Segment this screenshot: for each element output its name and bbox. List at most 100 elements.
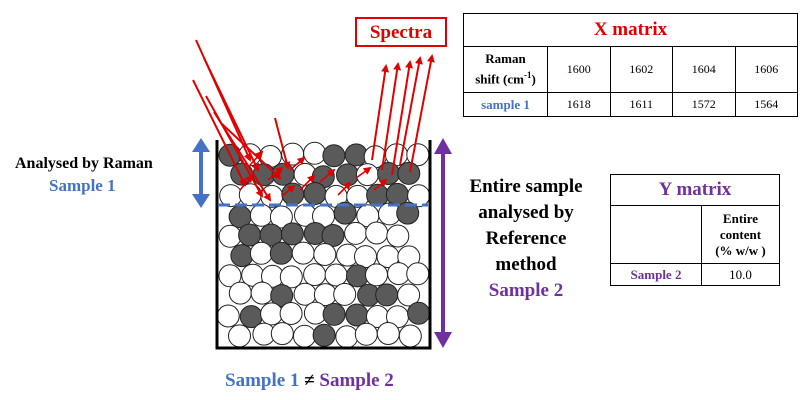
particle bbox=[279, 265, 303, 289]
laser-ray bbox=[249, 150, 264, 166]
particle bbox=[270, 322, 294, 346]
y-empty-cell bbox=[610, 205, 702, 264]
particle bbox=[249, 203, 273, 227]
particle-pile bbox=[216, 141, 431, 349]
particle bbox=[230, 244, 254, 268]
particle bbox=[407, 301, 431, 325]
particle bbox=[280, 222, 304, 246]
laser-ray bbox=[267, 166, 284, 181]
laser-ray bbox=[355, 166, 372, 179]
laser-ray bbox=[371, 64, 390, 161]
x-value-cell: 1572 bbox=[672, 92, 736, 117]
particle bbox=[386, 224, 410, 248]
entire-sample-label: Entire sample analysed by Reference meth… bbox=[455, 174, 597, 304]
particle bbox=[398, 324, 422, 348]
particle bbox=[228, 281, 252, 305]
laser-ray bbox=[337, 181, 352, 196]
x-shift-cell: 1600 bbox=[547, 46, 611, 93]
particle bbox=[293, 282, 317, 306]
entire-line-1: Entire sample bbox=[469, 176, 583, 197]
particle bbox=[324, 263, 348, 287]
laser-ray bbox=[289, 156, 306, 171]
entire-line-2: analysed by bbox=[478, 202, 574, 223]
particle bbox=[376, 322, 400, 345]
particle bbox=[303, 141, 327, 165]
footer-sample-1: Sample 1 bbox=[225, 370, 300, 391]
sample-1-label: Sample 1 bbox=[49, 176, 116, 195]
particle bbox=[219, 184, 243, 208]
y-matrix-table: Y matrix Entire content (% w/w ) Sample … bbox=[610, 174, 780, 286]
particle bbox=[218, 264, 242, 288]
particle bbox=[322, 302, 346, 326]
x-row-label: sample 1 bbox=[463, 92, 548, 117]
x-value-cell: 1611 bbox=[609, 92, 673, 117]
row-header-line1: Raman bbox=[485, 51, 526, 67]
particle bbox=[303, 263, 327, 287]
particle bbox=[375, 283, 399, 307]
laser-ray bbox=[281, 184, 296, 197]
not-equal-sign: ≠ bbox=[304, 370, 315, 391]
laser-ray bbox=[399, 56, 423, 166]
row-header-sup: -1 bbox=[523, 70, 532, 81]
particle bbox=[312, 323, 336, 347]
laser-ray bbox=[274, 117, 291, 170]
particle bbox=[250, 281, 274, 305]
container-wall bbox=[215, 140, 432, 350]
particle bbox=[397, 161, 421, 185]
y-col-header-line2: content bbox=[719, 226, 762, 242]
particle bbox=[365, 263, 388, 287]
particle bbox=[228, 324, 251, 348]
particle bbox=[333, 201, 357, 225]
raman-depth-arrow bbox=[192, 138, 210, 208]
laser-ray bbox=[319, 168, 336, 183]
y-col-header: Entire content (% w/w ) bbox=[701, 205, 780, 264]
entire-line-3: Reference bbox=[485, 228, 567, 249]
y-row-label: Sample 2 bbox=[610, 263, 702, 286]
x-shift-cell: 1606 bbox=[734, 46, 798, 93]
x-shift-cell: 1604 bbox=[672, 46, 736, 93]
laser-ray bbox=[213, 111, 272, 202]
particle bbox=[269, 241, 293, 265]
y-col-header-line3: (% w/w ) bbox=[715, 242, 766, 258]
particle bbox=[218, 224, 242, 248]
y-matrix-title: Y matrix bbox=[610, 174, 780, 206]
row-header-close: ) bbox=[531, 71, 536, 87]
particle bbox=[270, 284, 294, 308]
particle bbox=[313, 243, 337, 266]
laser-ray bbox=[409, 54, 435, 173]
particle bbox=[249, 241, 273, 265]
x-matrix-row-header: Raman shift (cm-1) bbox=[463, 46, 548, 93]
laser-rays bbox=[192, 39, 435, 202]
particle bbox=[303, 182, 327, 205]
particle bbox=[365, 221, 389, 245]
particle bbox=[397, 283, 421, 307]
sample-2-label: Sample 2 bbox=[488, 280, 564, 301]
x-matrix-table: X matrix Raman shift (cm-1) 1600 1602 16… bbox=[463, 13, 798, 117]
entire-sample-arrow bbox=[434, 138, 452, 348]
laser-ray bbox=[373, 178, 388, 191]
laser-ray bbox=[221, 123, 282, 180]
particle bbox=[260, 302, 284, 326]
particle bbox=[406, 262, 430, 286]
particle bbox=[269, 205, 293, 229]
y-col-header-line1: Entire bbox=[722, 210, 759, 226]
laser-ray bbox=[192, 79, 246, 187]
particle bbox=[291, 241, 315, 265]
row-header-line2: shift (cm bbox=[475, 71, 524, 87]
laser-ray bbox=[381, 62, 402, 171]
particle bbox=[345, 303, 369, 327]
laser-ray bbox=[391, 60, 414, 176]
particle bbox=[216, 304, 240, 328]
footer-comparison: Sample 1 ≠ Sample 2 bbox=[225, 370, 394, 392]
laser-ray bbox=[203, 57, 259, 172]
particle bbox=[322, 144, 346, 168]
particle bbox=[333, 282, 357, 306]
particle bbox=[396, 201, 420, 225]
laser-ray bbox=[299, 174, 316, 191]
x-value-cell: 1618 bbox=[547, 92, 611, 117]
particle bbox=[354, 322, 378, 346]
laser-ray bbox=[239, 174, 254, 191]
x-value-cell: 1564 bbox=[734, 92, 798, 117]
